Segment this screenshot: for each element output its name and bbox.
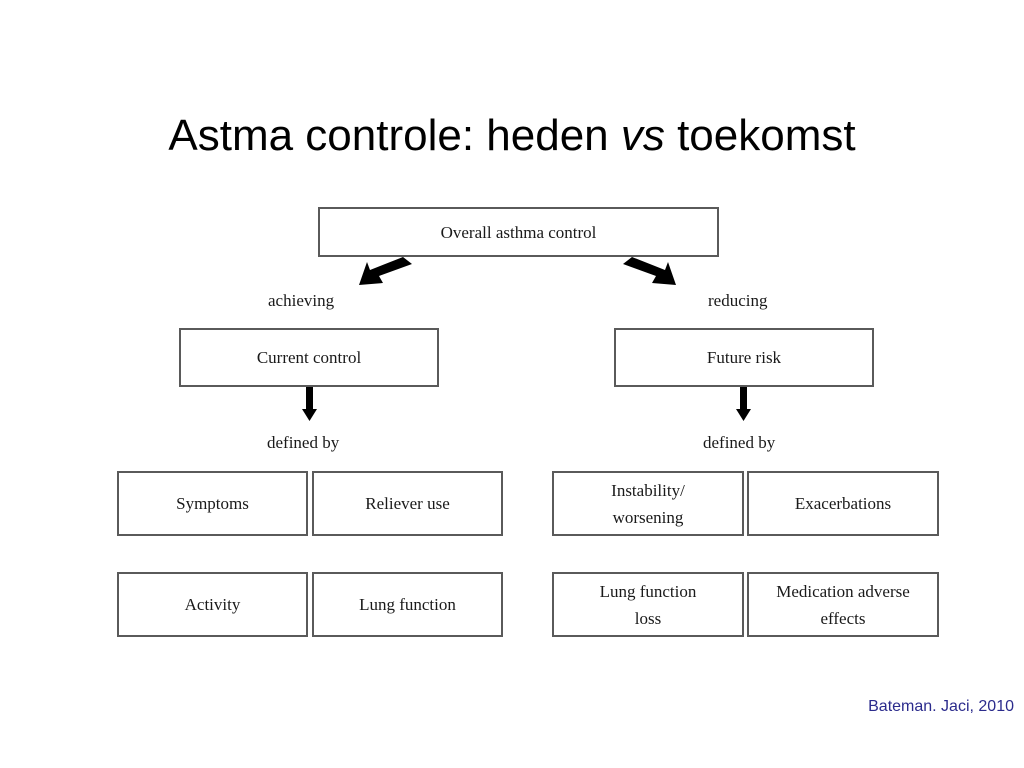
activity-box: Activity [117,572,308,637]
left-defined-by-label: defined by [267,433,340,452]
lung-function-box: Lung function [312,572,503,637]
current-control-node: Current control [179,328,439,387]
achieving-label: achieving [268,291,335,310]
symptoms-box: Symptoms [117,471,308,536]
title-suffix: toekomst [664,111,856,160]
medication-adverse-effects-box: Medication adverse effects [747,572,939,637]
exacerbations-box: Exacerbations [747,471,939,536]
future-risk-node: Future risk [614,328,874,387]
lung-function-loss-box: Lung function loss [552,572,744,637]
slide-title: Astma controle: heden vs toekomst [0,108,1024,164]
title-emphasis: vs [620,111,665,160]
arrow-left-down [302,387,317,421]
title-prefix: Astma controle: heden [168,111,621,160]
reliever-use-box: Reliever use [312,471,503,536]
right-defined-by-label: defined by [703,433,776,452]
citation: Bateman. Jaci, 2010 [868,698,1014,715]
arrow-root-to-left [359,257,412,285]
reducing-label: reducing [708,291,768,310]
arrow-right-down [736,387,751,421]
arrow-root-to-right [623,257,676,285]
root-node: Overall asthma control [318,207,719,257]
instability-worsening-box: Instability/ worsening [552,471,744,536]
